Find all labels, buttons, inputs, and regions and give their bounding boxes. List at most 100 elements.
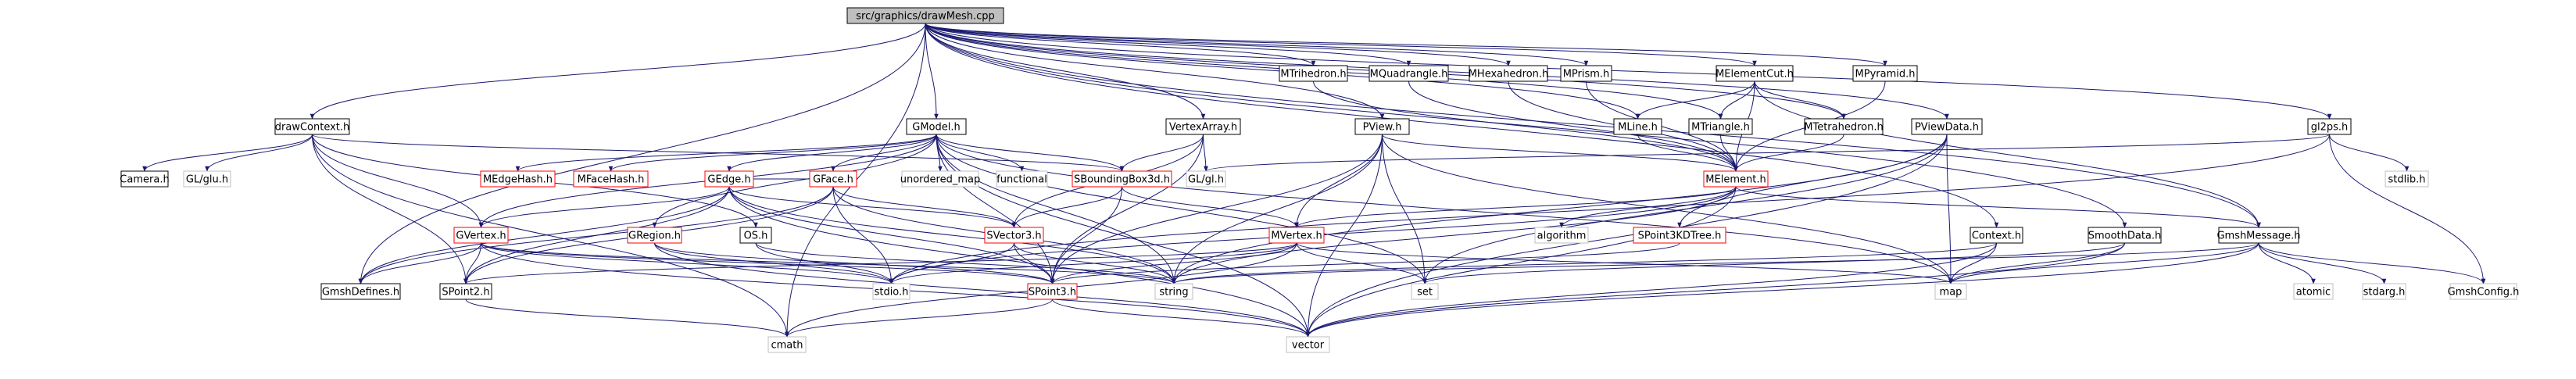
node-label-root: src/graphics/drawMesh.cpp	[856, 11, 995, 23]
node-box-MTrihedron	[1279, 65, 1348, 82]
node-MTriangle[interactable]: MTriangle.h	[1688, 118, 1753, 135]
node-MFaceHash[interactable]: MFaceHash.h	[573, 170, 649, 188]
node-MTetrahedron[interactable]: MTetrahedron.h	[1804, 118, 1884, 135]
edge-MLine-to-MElement	[1637, 134, 1738, 172]
edge-root-to-MPrism	[925, 23, 1589, 66]
node-GmshMessage[interactable]: GmshMessage.h	[2216, 227, 2301, 244]
node-box-MEdgeHash	[480, 170, 556, 188]
edge-GEdge-to-SVector3	[728, 186, 1017, 228]
edge-GmshMessage-to-GmshConfig	[2258, 242, 2486, 284]
edge-MElement-to-MVertex	[1294, 186, 1737, 228]
edge-VertexArray-to-SPoint3	[1050, 134, 1204, 284]
node-MHexahedron[interactable]: MHexahedron.h	[1469, 65, 1549, 82]
node-SVector3[interactable]: SVector3.h	[984, 227, 1044, 244]
node-MPrism[interactable]: MPrism.h	[1560, 65, 1612, 82]
edge-GEdge-to-GmshDefines	[358, 186, 730, 284]
edge-MVertex-to-map	[1296, 242, 1953, 284]
node-MQuadrangle[interactable]: MQuadrangle.h	[1368, 65, 1449, 82]
node-VertexArray[interactable]: VertexArray.h	[1165, 118, 1241, 135]
node-box-map	[1934, 283, 1967, 300]
node-box-Context	[1970, 227, 2023, 244]
node-box-PViewData	[1911, 118, 1983, 135]
edge-GRegion-to-stdio	[654, 242, 894, 284]
node-GmshDefines[interactable]: GmshDefines.h	[320, 283, 401, 300]
edge-GFace-to-stdio	[832, 186, 894, 284]
node-box-MPrism	[1560, 65, 1612, 82]
node-box-MFaceHash	[573, 170, 649, 188]
edge-drawContext-to-cmath	[312, 134, 789, 338]
node-label-map: map	[1940, 287, 1962, 299]
node-label-algorithm: algorithm	[1537, 231, 1587, 242]
node-SPoint3[interactable]: SPoint3.h	[1027, 283, 1078, 300]
node-cmath: cmath	[767, 336, 807, 353]
node-Camera[interactable]: Camera.h	[120, 170, 170, 188]
node-GFace[interactable]: GFace.h	[809, 170, 857, 188]
edge-drawContext-to-GVertex	[312, 134, 484, 228]
node-MElementCut[interactable]: MElementCut.h	[1716, 65, 1794, 82]
node-GModel[interactable]: GModel.h	[906, 118, 967, 135]
node-box-stdarg	[2362, 283, 2406, 300]
edge-GmshMessage-to-map	[1948, 242, 2259, 284]
node-SmoothData[interactable]: SmoothData.h	[2088, 227, 2162, 244]
node-root[interactable]: src/graphics/drawMesh.cpp	[846, 7, 1004, 24]
edge-GRegion-to-SPoint3	[654, 242, 1055, 284]
edge-gl2ps-to-GmshConfig	[2329, 134, 2486, 284]
node-box-GRegion	[627, 227, 682, 244]
node-GLgl: GL/gl.h	[1186, 170, 1226, 188]
edge-root-to-PView	[925, 23, 1385, 120]
node-box-GVertex	[453, 227, 509, 244]
node-label-SPoint3: SPoint3.h	[1029, 287, 1076, 299]
node-box-GFace	[809, 170, 857, 188]
node-box-MLine	[1613, 118, 1662, 135]
node-label-MEdgeHash: MEdgeHash.h	[483, 174, 553, 186]
node-label-MVertex: MVertex.h	[1271, 231, 1322, 242]
node-drawContext[interactable]: drawContext.h	[274, 118, 350, 135]
edge-MElement-to-vector	[1305, 186, 1737, 338]
node-label-MPyramid: MPyramid.h	[1855, 69, 1916, 80]
node-PView[interactable]: PView.h	[1354, 118, 1410, 135]
node-PViewData[interactable]: PViewData.h	[1911, 118, 1983, 135]
edge-SVector3-to-SPoint3	[1014, 242, 1055, 284]
node-SPoint3KDTree[interactable]: SPoint3KDTree.h	[1633, 227, 1726, 244]
node-box-GModel	[906, 118, 967, 135]
node-gl2ps[interactable]: gl2ps.h	[2307, 118, 2352, 135]
node-MElement[interactable]: MElement.h	[1703, 170, 1769, 188]
node-Context[interactable]: Context.h	[1970, 227, 2023, 244]
node-box-set	[1411, 283, 1439, 300]
edge-GVertex-to-GmshDefines	[358, 242, 481, 284]
node-box-MHexahedron	[1469, 65, 1548, 82]
node-label-MTetrahedron: MTetrahedron.h	[1804, 122, 1883, 134]
node-GRegion[interactable]: GRegion.h	[627, 227, 682, 244]
node-label-MFaceHash: MFaceHash.h	[578, 174, 645, 186]
edge-GFace-to-GmshDefines	[358, 186, 834, 284]
edge-root-to-drawContext	[309, 23, 926, 120]
node-MPyramid[interactable]: MPyramid.h	[1852, 65, 1918, 82]
node-GEdge[interactable]: GEdge.h	[704, 170, 754, 188]
node-label-drawContext: drawContext.h	[275, 122, 350, 134]
node-label-SPoint3KDTree: SPoint3KDTree.h	[1638, 231, 1722, 242]
node-box-MTriangle	[1688, 118, 1753, 135]
node-SBoundingBox3d[interactable]: SBoundingBox3d.h	[1072, 170, 1172, 188]
node-box-MElement	[1703, 170, 1769, 188]
node-box-gl2ps	[2307, 118, 2352, 135]
node-vector: vector	[1286, 336, 1330, 353]
node-MEdgeHash[interactable]: MEdgeHash.h	[480, 170, 556, 188]
node-MVertex[interactable]: MVertex.h	[1268, 227, 1325, 244]
node-label-GmshMessage: GmshMessage.h	[2216, 231, 2300, 242]
node-GVertex[interactable]: GVertex.h	[453, 227, 509, 244]
node-label-MHexahedron: MHexahedron.h	[1469, 69, 1549, 80]
node-box-GLglu	[183, 170, 231, 188]
node-box-functional	[996, 170, 1048, 188]
node-SPoint2[interactable]: SPoint2.h	[439, 283, 492, 300]
edge-PView-to-MElement	[1382, 134, 1738, 172]
node-MLine[interactable]: MLine.h	[1613, 118, 1662, 135]
node-MTrihedron[interactable]: MTrihedron.h	[1279, 65, 1348, 82]
node-stdio: stdio.h	[872, 283, 911, 300]
edge-VertexArray-to-SBoundingBox3d	[1119, 134, 1204, 172]
edge-gl2ps-to-stdio	[889, 134, 2330, 284]
node-OS[interactable]: OS.h	[739, 227, 772, 244]
edge-GVertex-to-string	[481, 242, 1176, 284]
node-label-stdlib: stdlib.h	[2388, 174, 2426, 186]
edge-MVertex-to-stdio	[889, 242, 1297, 284]
